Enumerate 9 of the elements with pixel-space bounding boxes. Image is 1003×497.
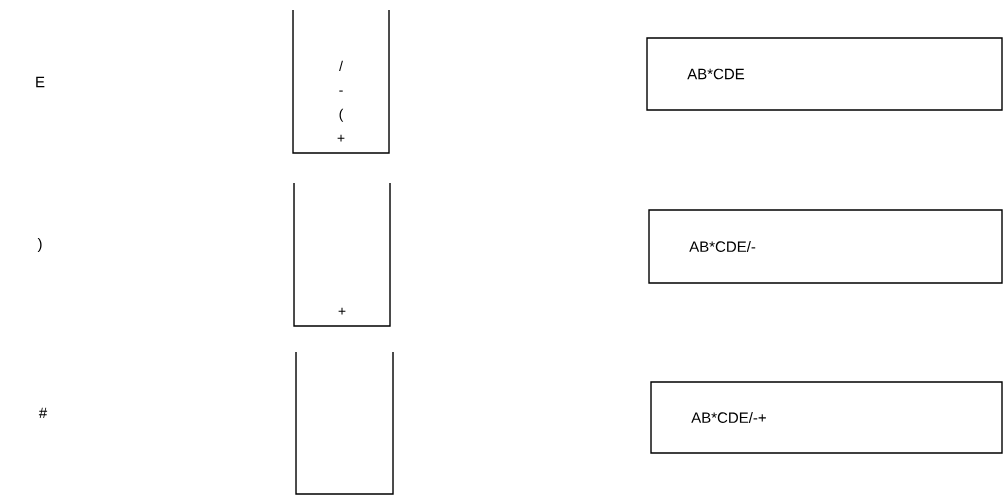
stack-container: + [293, 182, 391, 327]
output-box: AB*CDE/- [648, 209, 1003, 284]
output-box: AB*CDE [646, 37, 1003, 111]
input-symbol: # [38, 407, 48, 419]
input-symbol: ) [37, 238, 42, 252]
stack-container [295, 351, 394, 495]
stack-container: / - ( + [292, 9, 390, 154]
input-symbol: E [36, 76, 45, 88]
output-box: AB*CDE/-+ [650, 381, 1003, 454]
